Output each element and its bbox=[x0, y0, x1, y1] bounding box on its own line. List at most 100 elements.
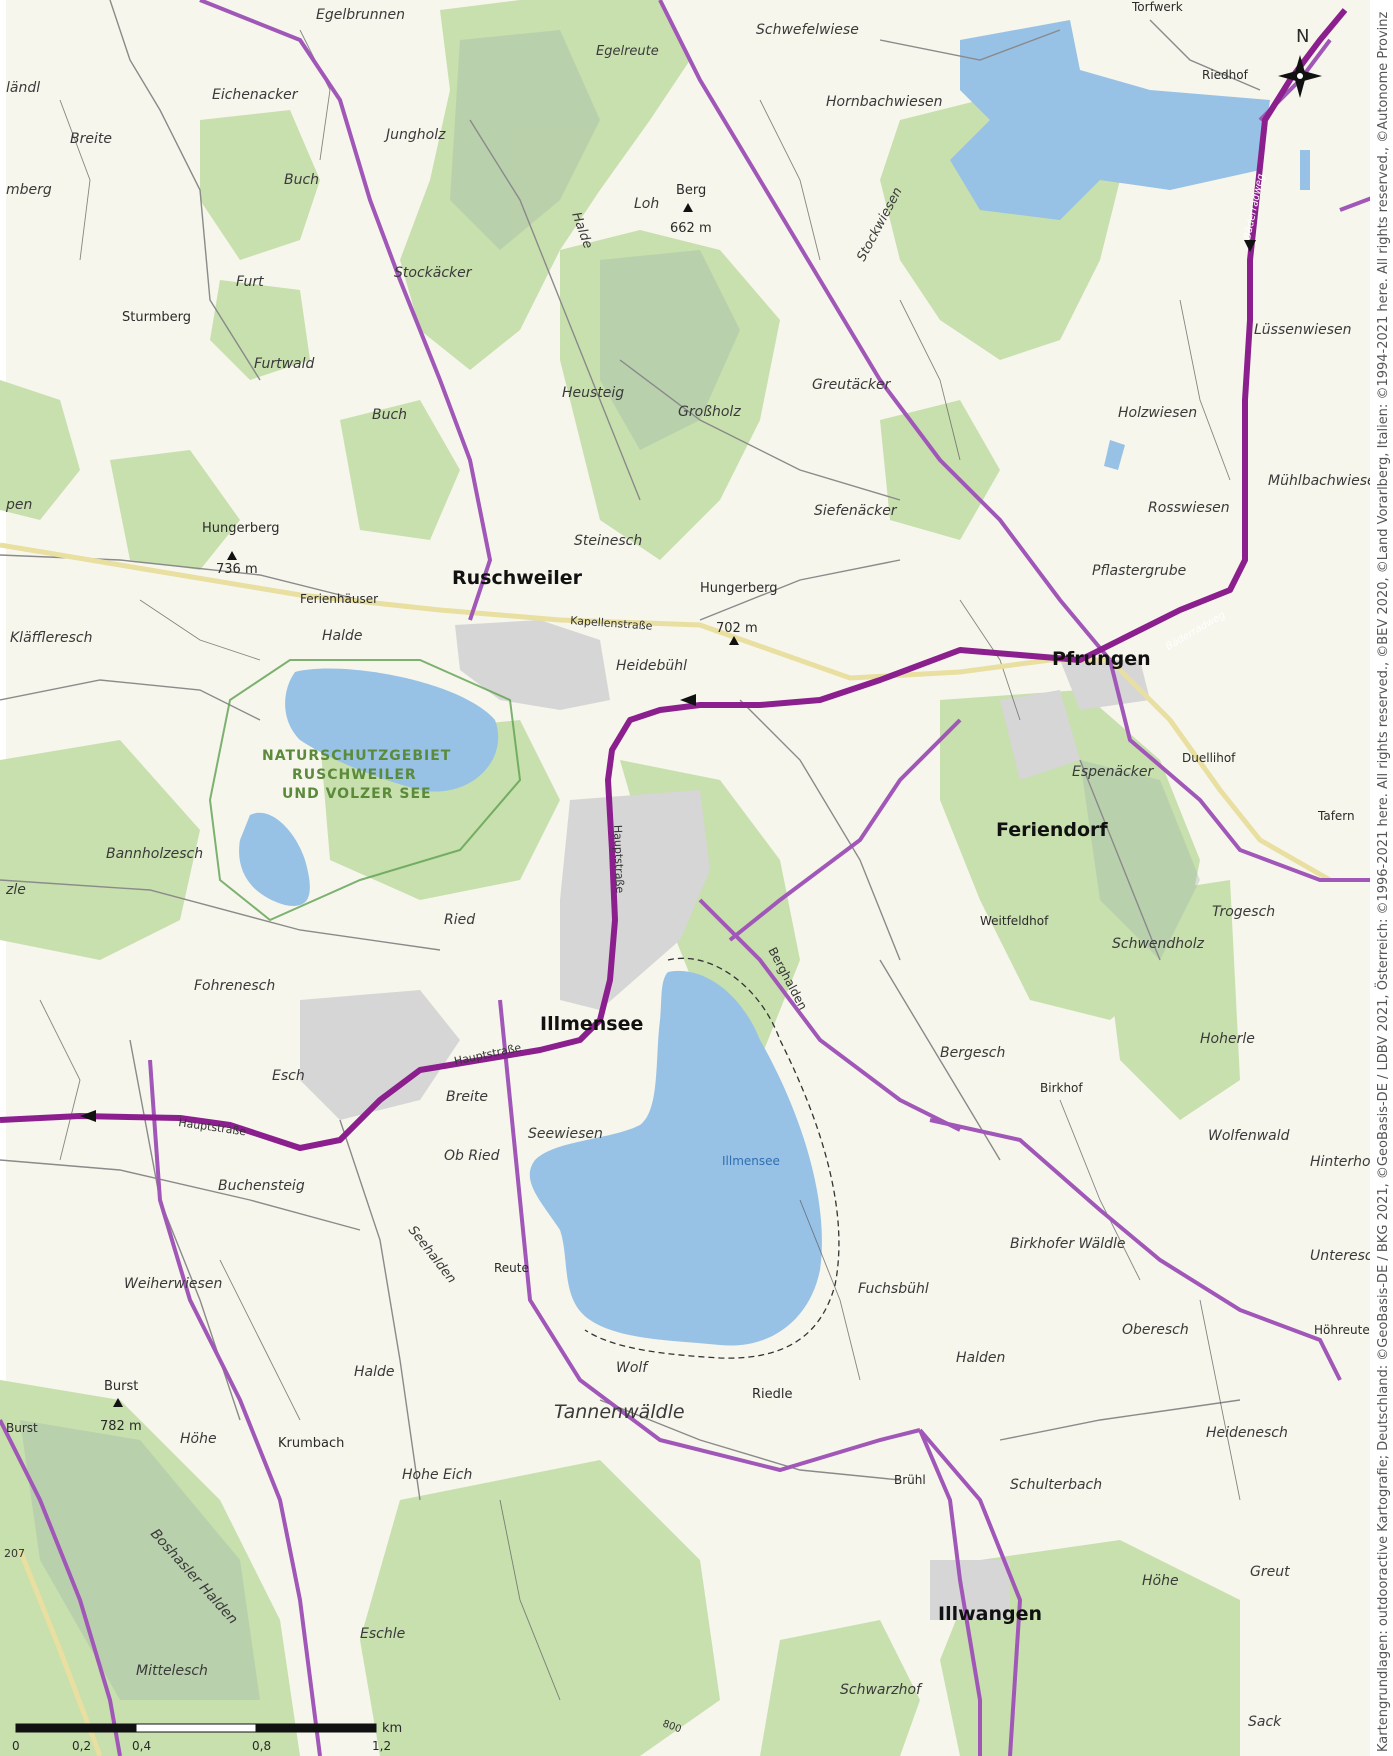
hillshade bbox=[20, 30, 1200, 1700]
peak-burst-name: Burst bbox=[104, 1379, 138, 1394]
place-illmensee: Illmensee bbox=[540, 1013, 643, 1035]
locality-label: Loh bbox=[634, 196, 659, 212]
locality-label: Mittelesch bbox=[136, 1663, 208, 1679]
locality-label: Sturmberg bbox=[122, 310, 191, 325]
scale-tick-label: 0,2 bbox=[72, 1739, 91, 1753]
locality-label: Holzwiesen bbox=[1118, 405, 1197, 421]
locality-label: Stockäcker bbox=[394, 265, 473, 281]
locality-label: Egelbrunnen bbox=[316, 7, 405, 23]
locality-label: Breite bbox=[446, 1089, 488, 1105]
locality-label: Greutäcker bbox=[812, 377, 892, 393]
nature-reserve-label-line2: RUSCHWEILER bbox=[292, 767, 417, 783]
lake-ruschweiler bbox=[285, 668, 499, 792]
locality-label: Kläffleresch bbox=[10, 630, 93, 646]
locality-label: Heusteig bbox=[562, 385, 624, 401]
field-paths bbox=[39, 29, 1241, 1701]
locality-label: Höhreute bbox=[1314, 1323, 1370, 1337]
scale-tick-label: 0 bbox=[12, 1739, 20, 1753]
peak-berg-name: Berg bbox=[676, 183, 706, 198]
locality-label: Lüssenwiesen bbox=[1254, 322, 1351, 338]
locality-label: Egelreute bbox=[596, 44, 659, 59]
place-ruschweiler: Ruschweiler bbox=[452, 567, 583, 589]
locality-label: Birkhofer Wäldle bbox=[1010, 1236, 1125, 1252]
locality-label: Jungholz bbox=[383, 127, 446, 143]
locality-label: Schwefelwiese bbox=[756, 22, 859, 38]
locality-label: Großholz bbox=[678, 404, 741, 420]
lake-illmensee bbox=[529, 970, 822, 1346]
locality-label: Höhe bbox=[180, 1431, 217, 1447]
locality-label: Reute bbox=[494, 1261, 529, 1275]
locality-label: Hinterho bbox=[1310, 1154, 1371, 1170]
peak-hungerberg-east-name: Hungerberg bbox=[700, 581, 777, 596]
locality-label: Schwarzhof bbox=[840, 1682, 923, 1698]
locality-label: Rosswiesen bbox=[1148, 500, 1230, 516]
locality-label: Heidenesch bbox=[1206, 1425, 1288, 1441]
locality-label: Hornbachwiesen bbox=[826, 94, 943, 110]
route-direction-arrows bbox=[80, 240, 1256, 1122]
scale-unit-label: km bbox=[382, 1721, 402, 1736]
locality-label: Bannholzesch bbox=[106, 846, 203, 862]
scale-tick-label: 1,2 bbox=[372, 1739, 391, 1753]
locality-label: Fohrenesch bbox=[194, 978, 275, 994]
locality-label: Buch bbox=[372, 407, 407, 423]
locality-label: Bergesch bbox=[940, 1045, 1005, 1061]
locality-label: Buch bbox=[284, 172, 319, 188]
locality-label: Birkhof bbox=[1040, 1081, 1083, 1095]
scale-tick-label: 0,4 bbox=[132, 1739, 151, 1753]
locality-label: Weiherwiesen bbox=[124, 1276, 222, 1292]
main-roads bbox=[0, 542, 1332, 1756]
lake-illmensee-label: Illmensee bbox=[722, 1154, 780, 1168]
locality-label: Furtwald bbox=[254, 356, 315, 372]
compass-rose-icon bbox=[1278, 55, 1322, 98]
locality-label: Breite bbox=[70, 131, 112, 147]
locality-label: Ferienhäuser bbox=[300, 592, 378, 606]
nature-reserve-label-line3: UND VOLZER SEE bbox=[282, 786, 432, 802]
scale-bar: 0 0,2 0,4 0,8 1,2 km bbox=[12, 1721, 402, 1753]
locality-label: Brühl bbox=[894, 1473, 926, 1487]
locality-label: Schulterbach bbox=[1010, 1477, 1102, 1493]
road-label-l207: 207 bbox=[4, 1547, 25, 1560]
locality-label: pen bbox=[5, 497, 32, 513]
road-label-kapellenstrasse: Kapellenstraße bbox=[570, 614, 653, 633]
peak-markers bbox=[113, 203, 739, 1407]
scale-tick-label: 0,8 bbox=[252, 1739, 271, 1753]
nature-reserve-boundary bbox=[208, 659, 522, 922]
locality-label: Eschle bbox=[360, 1626, 405, 1642]
peak-berg-elevation: 662 m bbox=[670, 221, 712, 236]
locality-label: Halde bbox=[322, 628, 363, 644]
hiking-tour-route[interactable] bbox=[0, 8, 1348, 1151]
locality-label: Halden bbox=[956, 1350, 1005, 1366]
locality-label: Wolf bbox=[616, 1360, 649, 1376]
locality-label: Tafern bbox=[1317, 809, 1355, 823]
locality-label: Buchensteig bbox=[218, 1178, 305, 1194]
locality-label: Esch bbox=[272, 1068, 305, 1084]
locality-label: Oberesch bbox=[1122, 1322, 1189, 1338]
place-feriendorf: Feriendorf bbox=[996, 819, 1108, 841]
locality-label: zle bbox=[5, 882, 26, 898]
locality-label: Tannenwäldle bbox=[554, 1401, 685, 1423]
locality-label: Espenäcker bbox=[1072, 764, 1155, 780]
locality-label: Hohe Eich bbox=[402, 1467, 472, 1483]
peak-hungerberg-east-elevation: 702 m bbox=[716, 621, 758, 636]
locality-label: Schwendholz bbox=[1112, 936, 1205, 952]
lake-shore-path bbox=[584, 957, 840, 1359]
compass-north-label: N bbox=[1296, 26, 1309, 47]
locality-label: Trogesch bbox=[1212, 904, 1275, 920]
locality-label: Eichenacker bbox=[212, 87, 299, 103]
locality-label: Sack bbox=[1248, 1714, 1282, 1730]
locality-label: Riedhof bbox=[1202, 68, 1249, 82]
locality-label: Wolfenwald bbox=[1208, 1128, 1290, 1144]
locality-label: Unteresc bbox=[1310, 1248, 1373, 1264]
locality-label: ländl bbox=[6, 80, 40, 96]
locality-label: Hoherle bbox=[1200, 1031, 1255, 1047]
locality-label: Heidebühl bbox=[616, 658, 687, 674]
water-bodies bbox=[239, 20, 1310, 1346]
lake-volzer-see bbox=[239, 812, 310, 906]
locality-label: Krumbach bbox=[278, 1436, 344, 1451]
peat-ponds bbox=[950, 20, 1270, 220]
locality-label: Seewiesen bbox=[528, 1126, 603, 1142]
locality-label: Steinesch bbox=[574, 533, 642, 549]
locality-label: Riedle bbox=[752, 1387, 793, 1402]
locality-label: Höhe bbox=[1142, 1573, 1179, 1589]
